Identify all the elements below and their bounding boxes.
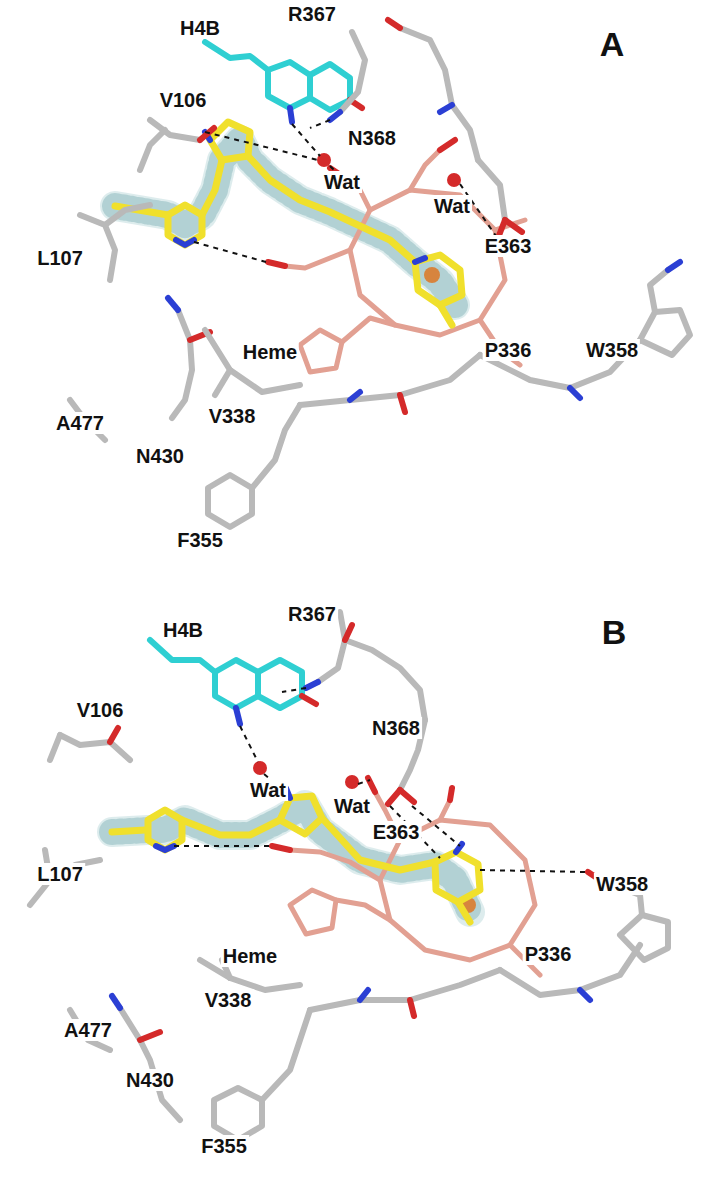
residue-label: V338 [207,405,258,427]
residue-label: A477 [54,412,106,434]
panel-b-structure [30,612,668,1140]
water-label: Wat [332,795,372,817]
residue-label: W358 [594,873,650,895]
residue-label: F355 [199,1135,249,1157]
cofactor-label: Heme [241,341,299,363]
residue-label: E363 [483,235,534,257]
residue-label: L107 [35,247,85,269]
residue-label: N368 [370,717,422,739]
residue-label: N430 [134,445,186,467]
residue-label: N368 [346,127,398,149]
cofactor-label: H4B [178,17,222,39]
cofactor-label: H4B [161,619,205,641]
residue-label: W358 [584,339,640,361]
residue-label: V106 [75,699,126,721]
residue-label: E363 [371,821,422,843]
residue-label: N430 [124,1069,176,1091]
residue-label: P336 [483,339,534,361]
residue-label: A477 [62,1019,114,1041]
residue-label: V106 [158,89,209,111]
residue-label: P336 [523,943,574,965]
residue-label: F355 [175,529,225,551]
residue-label: R367 [286,603,338,625]
panel-letter: B [600,614,629,651]
panel-a-structure [70,20,690,527]
cofactor-label: Heme [221,945,279,967]
panel-letter: A [598,26,627,63]
water-label: Wat [322,171,362,193]
residue-label: L107 [35,863,85,885]
residue-label: R367 [286,3,338,25]
water-label: Wat [248,779,288,801]
residue-label: V338 [203,989,254,1011]
water-label: Wat [432,195,472,217]
